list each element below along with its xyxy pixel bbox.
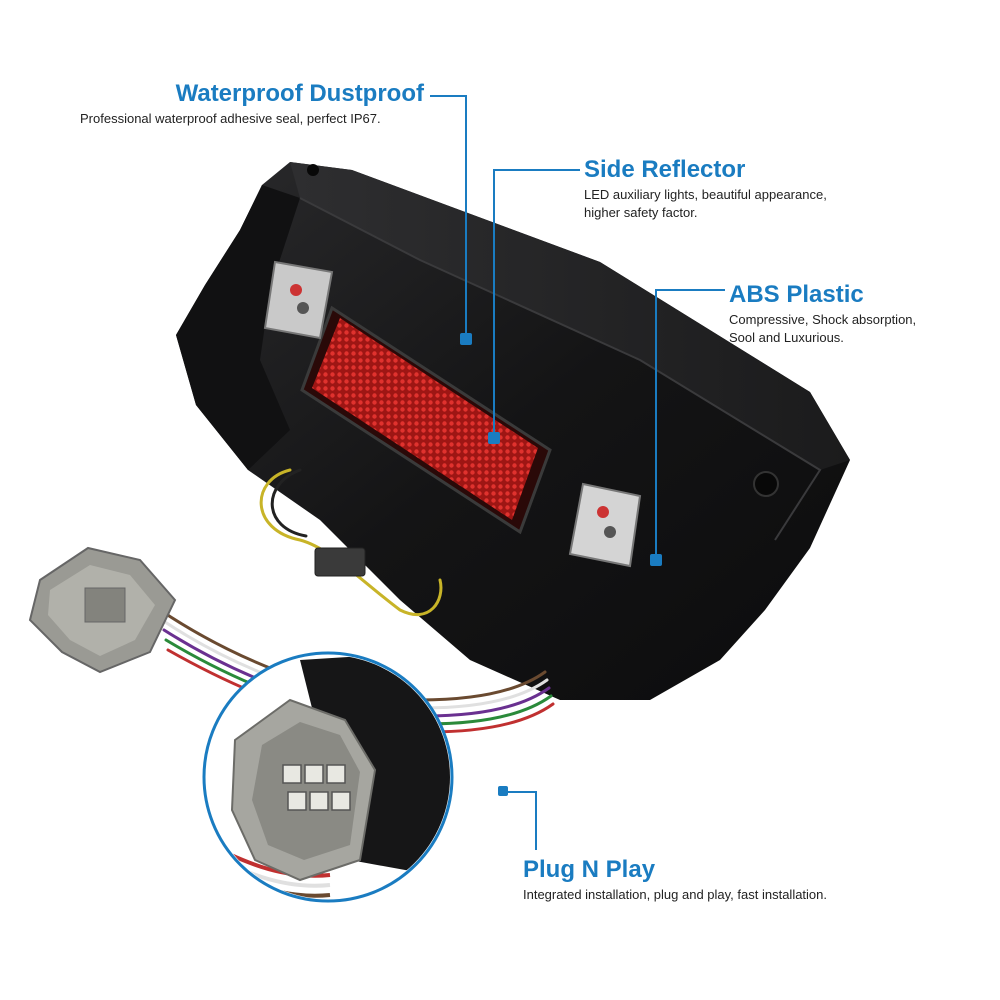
callout-waterproof-title: Waterproof Dustproof [175, 80, 424, 107]
callout-abs-desc-line1: Compressive, Shock absorption, [729, 312, 917, 327]
callout-side-reflector: Side Reflector LED auxiliary lights, bea… [584, 156, 884, 222]
led-light-right [568, 482, 642, 568]
led-light-left [263, 260, 334, 340]
callout-abs-desc-line2: Sool and Luxurious. [729, 330, 844, 345]
callout-abs-desc: Compressive, Shock absorption, Sool and … [729, 311, 969, 347]
detail-inset [202, 651, 454, 903]
callout-reflector-title: Side Reflector [584, 156, 746, 183]
callout-reflector-desc-line1: LED auxiliary lights, beautiful appearan… [584, 187, 827, 202]
callout-reflector-desc-line2: higher safety factor. [584, 205, 698, 220]
callout-plug-title: Plug N Play [523, 856, 656, 883]
callout-lines [430, 95, 725, 850]
grey-plug-connector [28, 546, 177, 674]
callout-plug-n-play: Plug N Play Integrated installation, plu… [523, 856, 923, 904]
callout-plug-desc: Integrated installation, plug and play, … [523, 887, 828, 902]
callout-abs-title: ABS Plastic [729, 281, 864, 308]
callout-waterproof: Waterproof Dustproof Professional waterp… [80, 80, 460, 128]
red-reflector [300, 305, 552, 535]
inline-connector [314, 547, 366, 577]
callout-reflector-desc: LED auxiliary lights, beautiful appearan… [584, 186, 884, 222]
callout-waterproof-desc: Professional waterproof adhesive seal, p… [80, 111, 381, 126]
callout-markers [460, 333, 662, 796]
callout-abs-plastic: ABS Plastic Compressive, Shock absorptio… [729, 281, 969, 347]
